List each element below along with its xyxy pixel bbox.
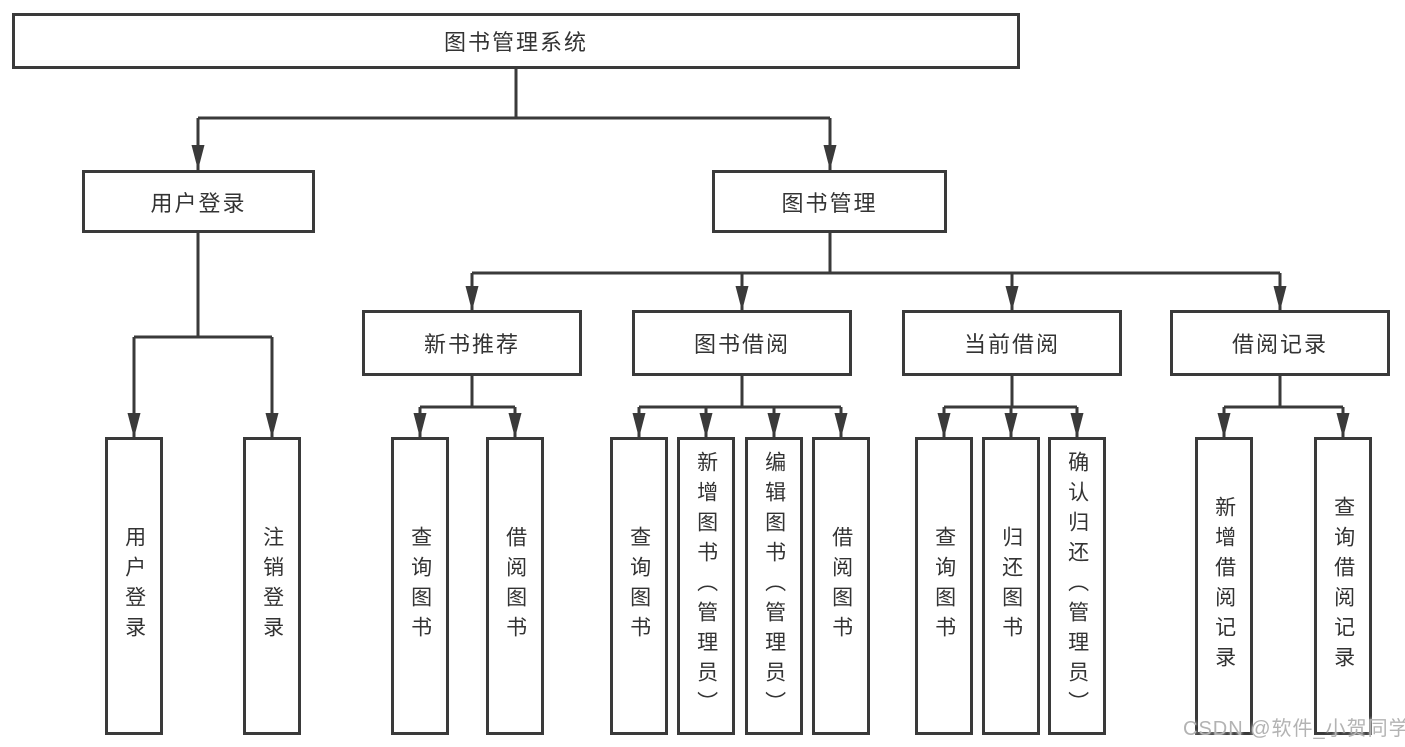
leaf-edit-books-admin: 编辑图书（管理员） [745,437,803,735]
node-book-management: 图书管理 [712,170,947,233]
leaf-query-books-borrowing: 查询图书 [610,437,668,735]
node-book-borrowing: 图书借阅 [632,310,852,376]
leaf-add-books-admin: 新增图书（管理员） [677,437,735,735]
leaf-query-books-recommend: 查询图书 [391,437,449,735]
leaf-add-borrow-record: 新增借阅记录 [1195,437,1253,735]
leaf-logout-login: 注销登录 [243,437,301,735]
node-current-borrowing: 当前借阅 [902,310,1122,376]
leaf-borrow-books-recommend: 借阅图书 [486,437,544,735]
leaf-user-login: 用户登录 [105,437,163,735]
node-library-management-system: 图书管理系统 [12,13,1020,69]
node-new-book-recommendation: 新书推荐 [362,310,582,376]
leaf-return-books: 归还图书 [982,437,1040,735]
leaf-confirm-return-admin: 确认归还（管理员） [1048,437,1106,735]
watermark-text: CSDN @软件_小贺同学 [1183,718,1405,740]
leaf-borrow-books-borrowing: 借阅图书 [812,437,870,735]
node-borrowing-records: 借阅记录 [1170,310,1390,376]
leaf-query-borrow-record: 查询借阅记录 [1314,437,1372,735]
leaf-query-books-current: 查询图书 [915,437,973,735]
node-user-login: 用户登录 [82,170,315,233]
